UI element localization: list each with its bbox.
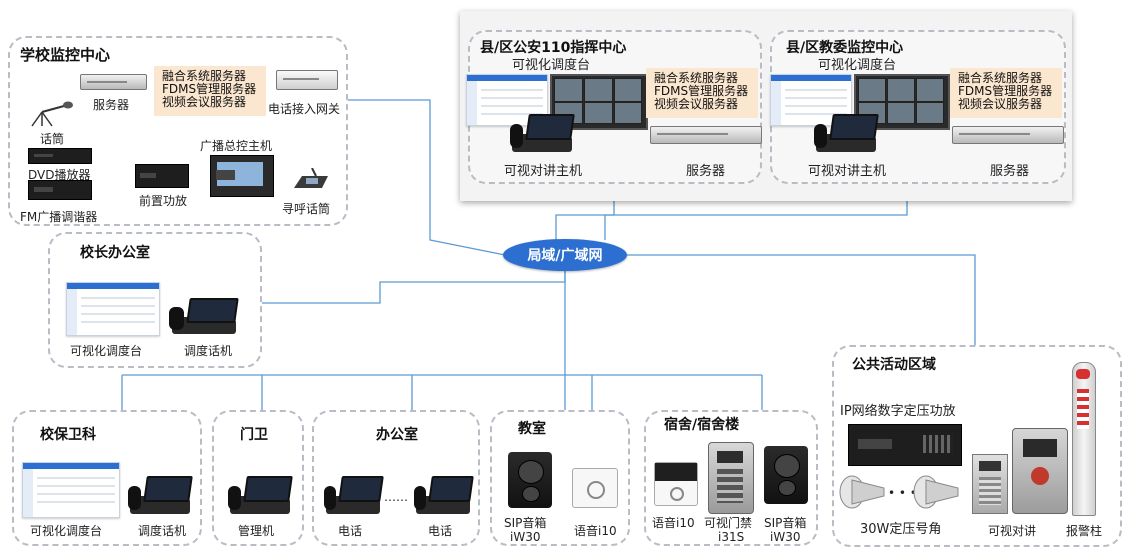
school-server-label: 服务器 bbox=[93, 98, 130, 112]
office-phone1-label: 电话 bbox=[338, 524, 363, 538]
desk-phone-icon[interactable] bbox=[413, 474, 474, 514]
office-dots: …… bbox=[384, 490, 408, 504]
dorm-door-line2: i31S bbox=[718, 530, 745, 544]
alarm-label: 报警柱 bbox=[1066, 524, 1103, 538]
police-server-label: 服务器 bbox=[686, 164, 726, 179]
ip-amplifier-icon[interactable] bbox=[848, 424, 962, 466]
sip-speaker-icon[interactable] bbox=[508, 452, 552, 508]
voice-panel-icon[interactable] bbox=[572, 468, 618, 508]
broadcast-host-icon[interactable] bbox=[210, 155, 274, 197]
preamp-icon[interactable] bbox=[135, 164, 189, 188]
principal-console-label: 可视化调度台 bbox=[70, 344, 143, 358]
fm-tuner-icon[interactable] bbox=[28, 180, 92, 200]
classroom-speaker-line2: iW30 bbox=[510, 530, 541, 544]
horn-speaker-icon[interactable] bbox=[912, 474, 962, 510]
education-console-label: 可视化调度台 bbox=[818, 58, 897, 73]
server-icon[interactable] bbox=[80, 74, 147, 90]
service-line: FDMS管理服务器 bbox=[958, 84, 1053, 98]
service-line: FDMS管理服务器 bbox=[654, 84, 749, 98]
classroom-speaker-line1: SIP音箱 bbox=[504, 516, 547, 530]
video-intercom-icon[interactable] bbox=[1012, 428, 1068, 514]
desk-phone-icon[interactable] bbox=[169, 296, 239, 334]
security-title: 校保卫科 bbox=[40, 427, 96, 443]
dispatch-console-screen[interactable] bbox=[22, 462, 120, 518]
dorm-speaker-line1: SIP音箱 bbox=[764, 516, 807, 530]
desk-phone-icon[interactable] bbox=[227, 474, 293, 514]
service-line: 融合系统服务器 bbox=[654, 71, 739, 85]
service-line: 融合系统服务器 bbox=[162, 69, 247, 83]
server-icon[interactable] bbox=[952, 126, 1064, 144]
dorm-voice-label: 语音i10 bbox=[652, 516, 695, 530]
principal-phone-label: 调度话机 bbox=[184, 344, 233, 358]
microphone-icon[interactable] bbox=[28, 98, 74, 128]
security-phone-label: 调度话机 bbox=[138, 524, 187, 538]
dispatch-console-screen[interactable] bbox=[66, 282, 160, 336]
office-title: 办公室 bbox=[376, 427, 418, 443]
intercom-panel-icon[interactable] bbox=[972, 454, 1008, 514]
alarm-column-icon[interactable] bbox=[1072, 362, 1096, 516]
desk-phone-icon[interactable] bbox=[127, 474, 193, 514]
paging-mic-icon[interactable] bbox=[292, 167, 332, 194]
intercom-phone-icon[interactable] bbox=[813, 112, 879, 152]
dvd-player-icon[interactable] bbox=[28, 148, 92, 164]
public-title: 公共活动区域 bbox=[852, 357, 936, 373]
education-intercom-label: 可视对讲主机 bbox=[808, 164, 887, 179]
service-line: 视频会议服务器 bbox=[958, 97, 1043, 111]
police-services-note: 融合系统服务器 FDMS管理服务器 视频会议服务器 bbox=[646, 68, 758, 118]
network-node[interactable]: 局域/广域网 bbox=[503, 239, 627, 271]
service-line: 视频会议服务器 bbox=[162, 95, 247, 109]
dvd-label: DVD播放器 bbox=[28, 168, 91, 182]
horn-label: 30W定压号角 bbox=[860, 522, 942, 537]
education-services-note: 融合系统服务器 FDMS管理服务器 视频会议服务器 bbox=[950, 68, 1062, 118]
gateway-icon[interactable] bbox=[276, 70, 338, 90]
mic-label: 话筒 bbox=[40, 132, 65, 146]
intercom-phone-icon[interactable] bbox=[509, 112, 575, 152]
gate-phone-label: 管理机 bbox=[238, 524, 275, 538]
police-title: 县/区公安110指挥中心 bbox=[480, 40, 627, 56]
public-intercom-label: 可视对讲 bbox=[988, 524, 1037, 538]
school-center-title: 学校监控中心 bbox=[20, 46, 111, 64]
school-services-note: 融合系统服务器 FDMS管理服务器 视频会议服务器 bbox=[154, 66, 266, 116]
dorm-title: 宿舍/宿舍楼 bbox=[664, 417, 740, 433]
principal-title: 校长办公室 bbox=[80, 245, 150, 261]
fm-label: FM广播调谐器 bbox=[20, 210, 98, 224]
public-amp-label: IP网络数字定压功放 bbox=[840, 404, 956, 419]
desk-phone-icon[interactable] bbox=[323, 474, 384, 514]
classroom-title: 教室 bbox=[518, 421, 546, 437]
server-icon[interactable] bbox=[650, 126, 762, 144]
service-line: FDMS管理服务器 bbox=[162, 82, 257, 96]
dorm-door-line1: 可视门禁 bbox=[704, 516, 753, 530]
gateway-label: 电话接入网关 bbox=[268, 102, 341, 116]
dorm-speaker-line2: iW30 bbox=[770, 530, 801, 544]
classroom-voice-label: 语音i10 bbox=[574, 524, 617, 538]
sip-speaker-icon[interactable] bbox=[764, 446, 808, 504]
police-console-label: 可视化调度台 bbox=[512, 58, 591, 73]
police-intercom-label: 可视对讲主机 bbox=[504, 164, 583, 179]
host-label: 广播总控主机 bbox=[200, 139, 273, 153]
dispatch-console-screen[interactable] bbox=[466, 74, 548, 126]
education-server-label: 服务器 bbox=[990, 164, 1030, 179]
video-door-access-icon[interactable] bbox=[708, 442, 754, 514]
service-line: 融合系统服务器 bbox=[958, 71, 1043, 85]
paging-mic-label: 寻呼话筒 bbox=[282, 202, 331, 216]
service-line: 视频会议服务器 bbox=[654, 97, 739, 111]
voice-panel-icon[interactable] bbox=[654, 462, 698, 506]
security-console-label: 可视化调度台 bbox=[30, 524, 103, 538]
horn-speaker-icon[interactable] bbox=[838, 474, 888, 510]
video-wall-icon[interactable] bbox=[854, 74, 950, 130]
education-title: 县/区教委监控中心 bbox=[786, 40, 904, 56]
office-phone2-label: 电话 bbox=[428, 524, 453, 538]
gate-title: 门卫 bbox=[240, 427, 268, 443]
preamp-label: 前置功放 bbox=[139, 194, 188, 208]
